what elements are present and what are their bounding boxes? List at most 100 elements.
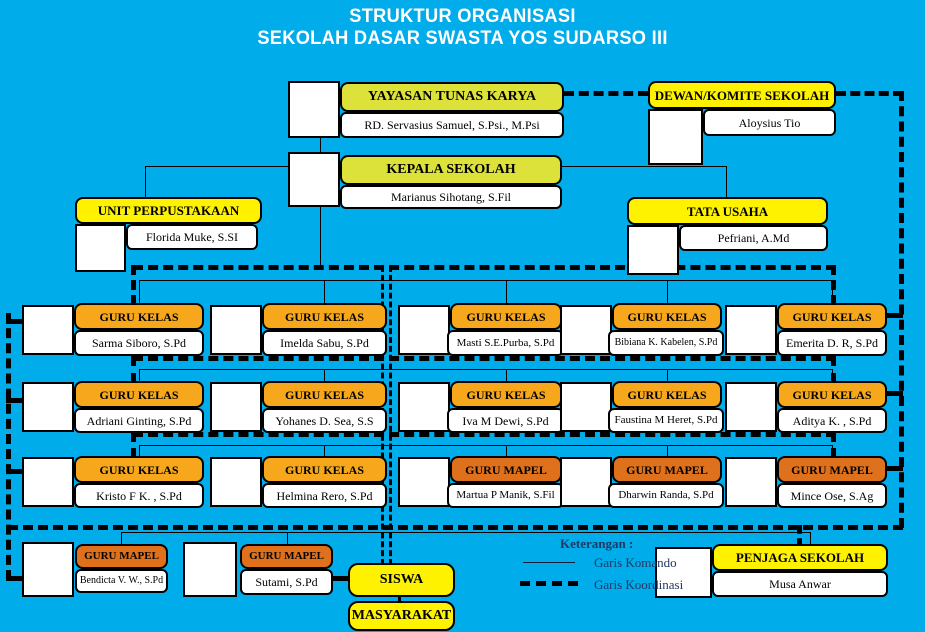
command-line	[726, 166, 727, 198]
white-box	[210, 457, 262, 507]
white-box	[398, 457, 450, 507]
command-line	[667, 445, 668, 458]
guru-kelas-header: GURU KELAS	[450, 303, 562, 330]
guru-kelas-header: GURU KELAS	[74, 303, 204, 330]
guru-name-box: Dharwin Randa, S.Pd	[608, 483, 724, 508]
command-line	[832, 369, 833, 383]
coordination-line	[831, 432, 836, 458]
white-box	[725, 457, 777, 507]
guru-kelas-header: GURU KELAS	[777, 303, 887, 330]
command-line	[145, 166, 289, 167]
penjaga-sekolah-header-box: PENJAGA SEKOLAH	[712, 544, 888, 571]
guru-kelas-header: GURU KELAS	[262, 381, 387, 408]
command-line	[121, 532, 122, 545]
white-box	[725, 305, 777, 355]
yayasan-name-box: RD. Servasius Samuel, S.Psi., M.Psi	[340, 112, 564, 138]
coordination-line	[797, 525, 802, 547]
white-box	[648, 109, 703, 165]
command-line	[832, 280, 833, 305]
coordination-line	[6, 313, 11, 580]
guru-kelas-header: GURU KELAS	[262, 456, 387, 483]
dewan-komite-name-box: Aloysius Tio	[703, 109, 836, 136]
command-line	[139, 280, 833, 281]
guru-name-box: Imelda Sabu, S.Pd	[262, 330, 387, 356]
guru-name-box: Faustina M Heret, S.Pd	[608, 408, 724, 433]
coordination-line	[6, 319, 24, 324]
coordination-line	[884, 313, 903, 318]
guru-name-box: Sutami, S.Pd	[240, 569, 333, 595]
white-box	[22, 542, 74, 597]
guru-mapel-header: GURU MAPEL	[240, 544, 333, 569]
tata-usaha-name-box: Pefriani, A.Md	[679, 225, 828, 251]
coordination-line	[899, 91, 904, 528]
unit-perpustakaan-name-box: Florida Muke, S.SI	[126, 224, 258, 250]
white-box	[22, 382, 74, 432]
guru-name-box: Aditya K. , S.Pd	[777, 408, 887, 433]
coordination-line	[836, 91, 903, 96]
command-line	[320, 137, 321, 153]
command-line	[561, 166, 727, 167]
command-line	[667, 369, 668, 383]
white-box	[655, 547, 712, 598]
siswa-box: SISWA	[348, 563, 455, 597]
command-line	[139, 369, 833, 370]
guru-mapel-header: GURU MAPEL	[450, 456, 562, 483]
guru-name-box: Sarma Siboro, S.Pd	[74, 330, 204, 356]
coordination-line	[6, 469, 24, 474]
legend-coordination-line-sample	[520, 581, 578, 586]
legend-command-line-sample	[523, 562, 575, 563]
guru-name-box: Martua P Manik, S.Fil	[447, 483, 564, 508]
white-box	[210, 305, 262, 355]
tata-usaha-header-box: TATA USAHA	[627, 197, 828, 225]
coordination-line	[131, 432, 136, 458]
coordination-line	[8, 525, 903, 530]
command-line	[832, 445, 833, 458]
unit-perpustakaan-header-box: UNIT PERPUSTAKAAN	[75, 197, 262, 224]
command-line	[506, 280, 507, 305]
white-box	[22, 305, 74, 355]
guru-mapel-header: GURU MAPEL	[777, 456, 887, 483]
penjaga-sekolah-name-box: Musa Anwar	[712, 571, 888, 597]
guru-name-box: Masti S.E.Purba, S.Pd	[447, 330, 564, 356]
white-box	[75, 224, 126, 272]
guru-name-box: Helmina Rero, S.Pd	[262, 483, 387, 508]
white-box	[560, 457, 612, 507]
white-box	[210, 382, 262, 432]
legend-heading: Keterangan :	[560, 536, 634, 551]
yayasan-header-box: YAYASAN TUNAS KARYA	[340, 82, 564, 112]
guru-kelas-header: GURU KELAS	[777, 381, 887, 408]
white-box	[560, 382, 612, 432]
command-line	[810, 532, 811, 546]
coordination-line	[884, 466, 903, 471]
command-line	[287, 532, 288, 545]
guru-kelas-header: GURU KELAS	[612, 303, 722, 330]
command-line	[324, 369, 325, 383]
command-line	[324, 280, 325, 305]
command-line	[139, 369, 140, 383]
guru-name-box: Mince Ose, S.Ag	[777, 483, 887, 508]
coordination-line	[131, 356, 136, 383]
white-box	[183, 542, 237, 597]
coordination-line	[6, 576, 24, 581]
coordination-line	[389, 266, 392, 565]
white-box	[288, 81, 340, 138]
command-line	[139, 445, 140, 458]
command-line	[506, 445, 507, 458]
coordination-line	[131, 265, 136, 305]
command-line	[145, 166, 146, 198]
white-box	[560, 305, 612, 355]
white-box	[627, 225, 679, 275]
white-box	[398, 382, 450, 432]
masyarakat-box: MASYARAKAT	[348, 601, 455, 631]
coordination-line	[831, 265, 836, 305]
command-line	[667, 280, 668, 305]
kepala-sekolah-name-box: Marianus Sihotang, S.Fil	[340, 185, 562, 209]
guru-mapel-header: GURU MAPEL	[612, 456, 722, 483]
command-line	[398, 595, 401, 602]
white-box	[288, 152, 340, 207]
coordination-line	[6, 398, 22, 403]
page-title-line2: SEKOLAH DASAR SWASTA YOS SUDARSO III	[257, 28, 668, 49]
coordination-line	[564, 91, 648, 96]
dewan-komite-header-box: DEWAN/KOMITE SEKOLAH	[648, 81, 836, 109]
